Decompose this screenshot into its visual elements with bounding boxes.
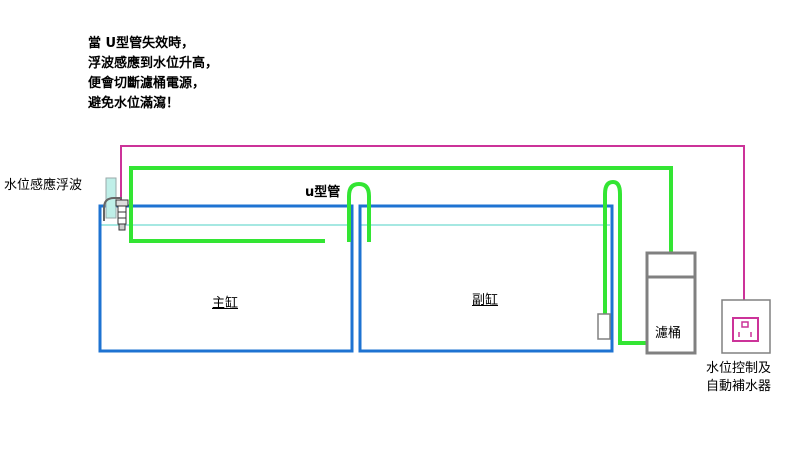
controller-box bbox=[721, 299, 771, 354]
main-tank bbox=[98, 204, 354, 353]
note-line: 避免水位滿瀉！ bbox=[88, 96, 180, 111]
return-pipe bbox=[129, 166, 673, 252]
controller-label-line1: 水位控制及 bbox=[706, 361, 772, 376]
main-tank-label: 主缸 bbox=[212, 296, 239, 311]
intake-strainer-icon bbox=[597, 313, 611, 340]
power-line bbox=[120, 145, 745, 300]
socket-pin-icon bbox=[741, 321, 749, 328]
sump-tank bbox=[358, 204, 614, 353]
controller-socket-icon bbox=[732, 317, 759, 342]
u-pipe-label: u型管 bbox=[305, 185, 341, 200]
controller-label-line2: 自動補水器 bbox=[706, 379, 772, 394]
note-line: 浮波感應到水位升高， bbox=[88, 56, 219, 71]
note-line: 便會切斷濾桶電源， bbox=[88, 76, 206, 91]
note-line: 當 U型管失效時， bbox=[88, 36, 195, 51]
warning-note: 當 U型管失效時， 浮波感應到水位升高， 便會切斷濾桶電源， 避免水位滿瀉！ bbox=[88, 34, 218, 114]
filter-label: 濾桶 bbox=[655, 326, 682, 341]
float-sensor-icon bbox=[103, 177, 129, 231]
filter-canister bbox=[645, 251, 697, 355]
float-sensor-label: 水位感應浮波 bbox=[4, 178, 83, 193]
filter-intake-pipe bbox=[603, 179, 646, 345]
u-pipe bbox=[347, 181, 371, 242]
sump-tank-label: 副缸 bbox=[472, 293, 499, 308]
